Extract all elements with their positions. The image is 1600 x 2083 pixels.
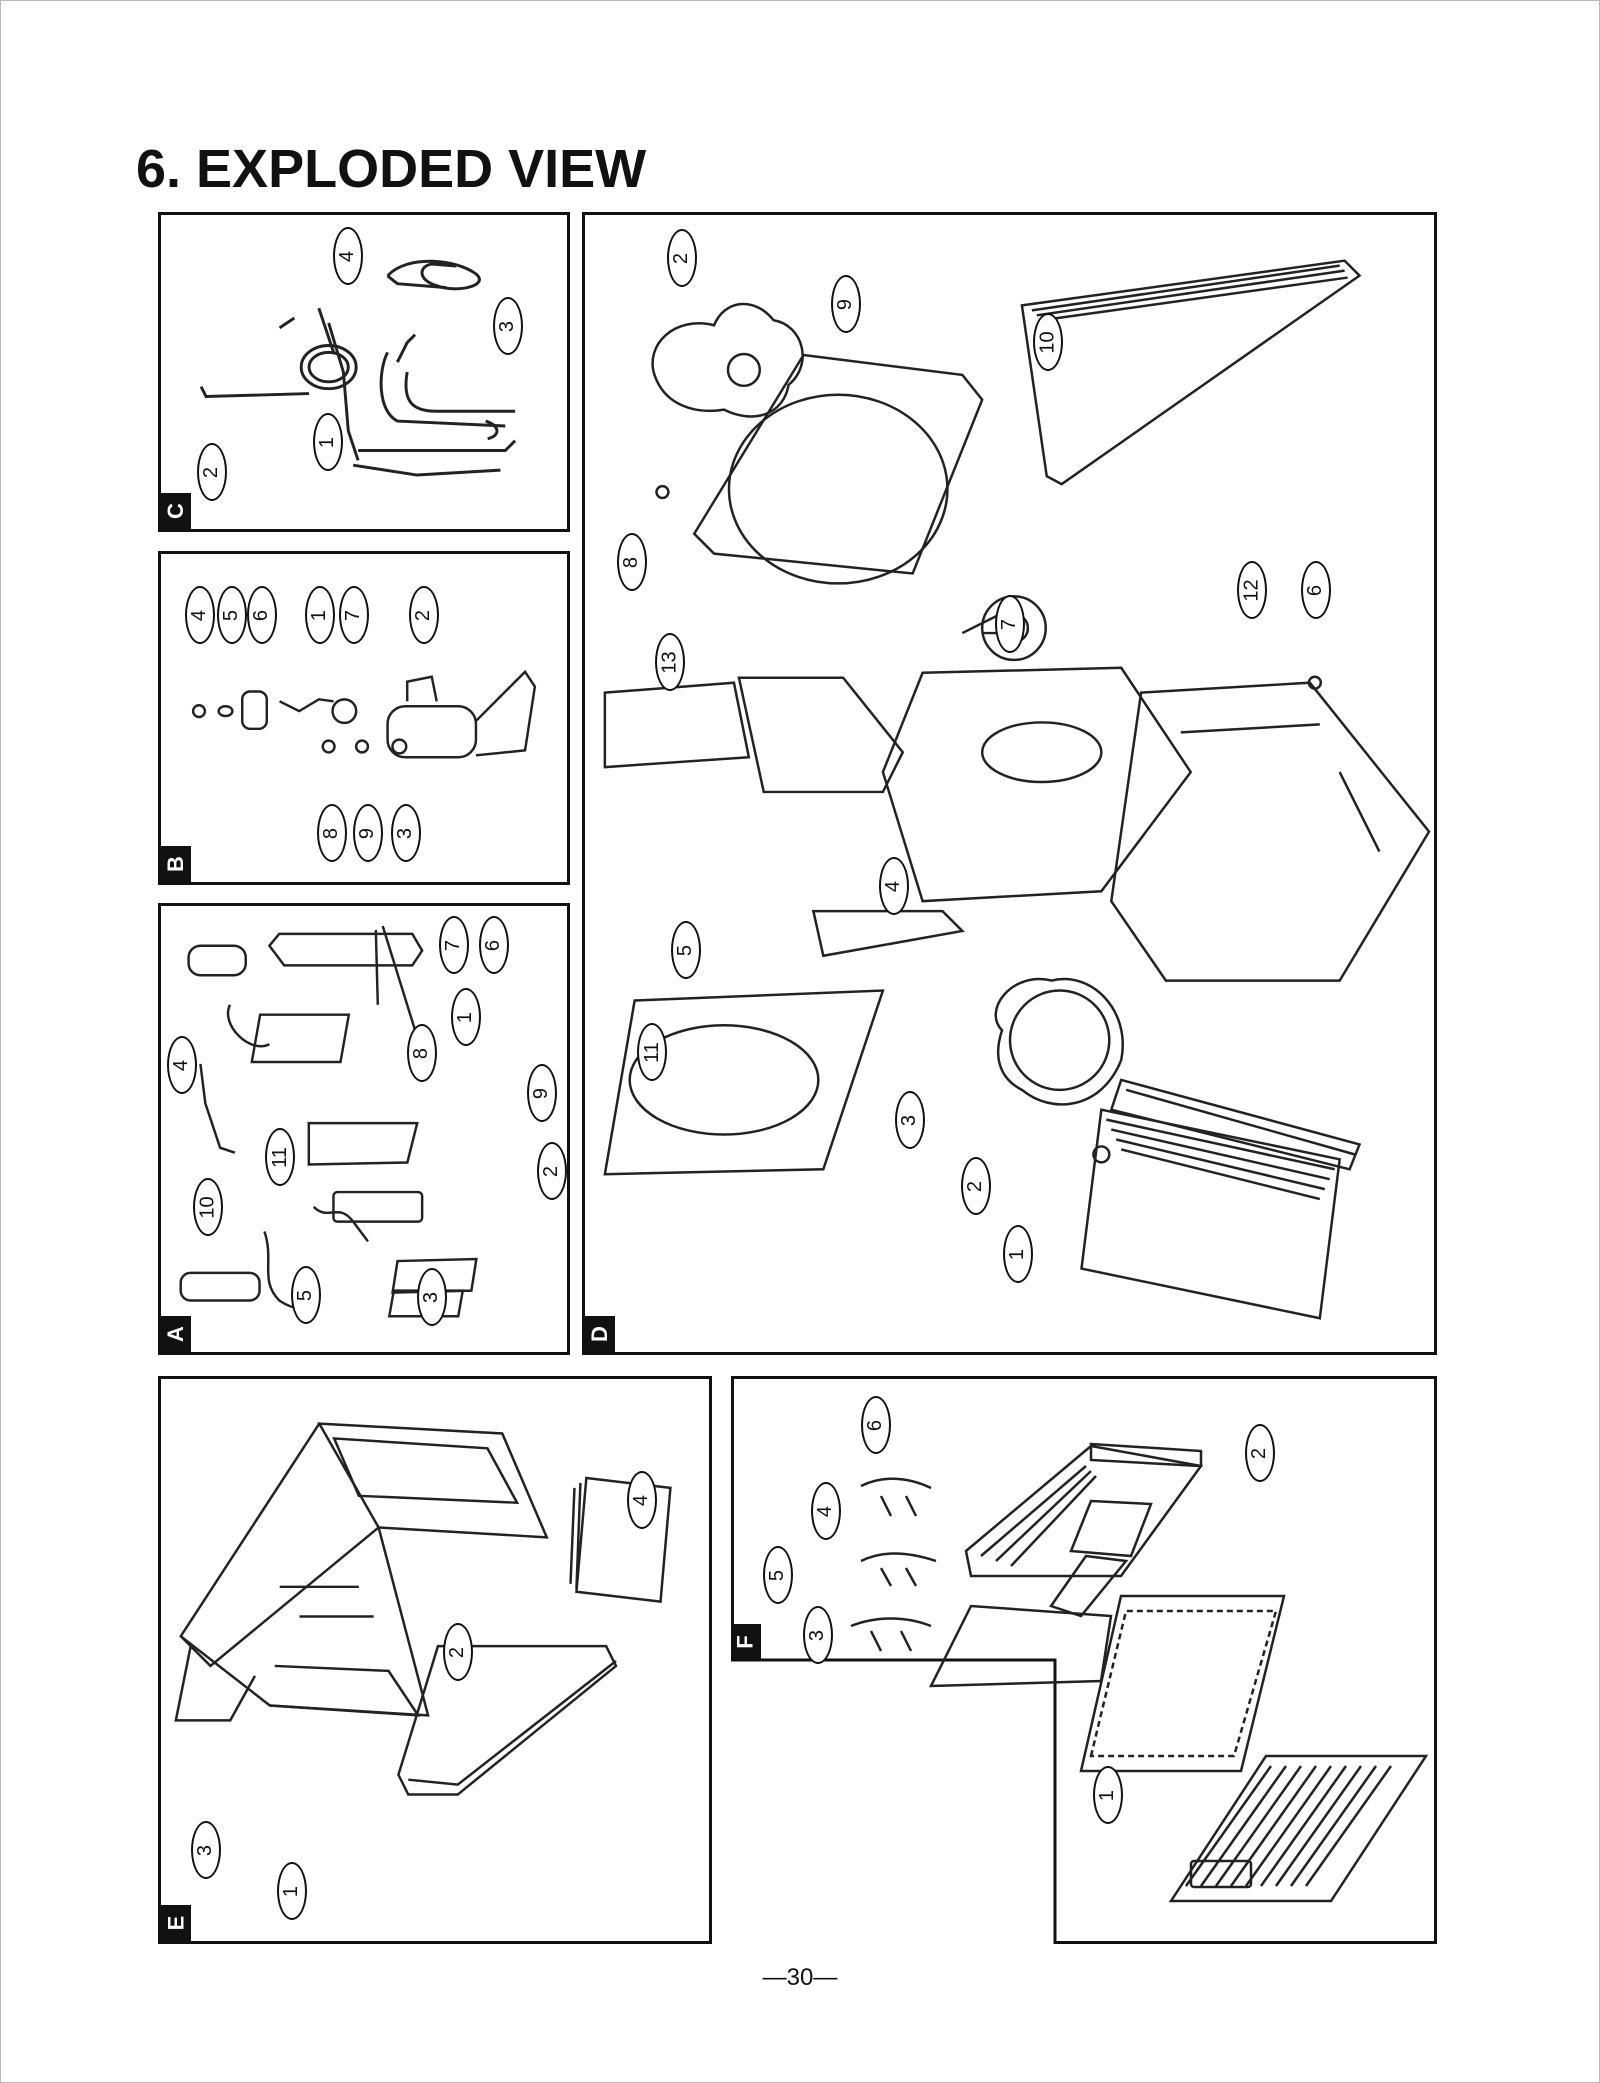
panel-d-letter: D bbox=[585, 1316, 615, 1352]
callout-d-5: 5 bbox=[671, 921, 701, 979]
panel-e: 4 2 3 1 E bbox=[158, 1376, 712, 1944]
panel-f: 6 2 4 5 3 1 F bbox=[731, 1376, 1437, 1944]
callout-b-9: 9 bbox=[353, 804, 383, 862]
callout-d-1: 1 bbox=[1003, 1225, 1033, 1283]
callout-a-11: 11 bbox=[265, 1128, 295, 1186]
panel-e-cabinet-drawing bbox=[174, 1422, 672, 1796]
callout-d-13: 13 bbox=[655, 633, 685, 691]
page-number: —30— bbox=[762, 1964, 838, 1991]
callout-a-2: 2 bbox=[537, 1142, 567, 1200]
panel-c: 4 3 1 2 C bbox=[158, 212, 570, 532]
callout-f-6: 6 bbox=[861, 1396, 891, 1454]
callout-a-1: 1 bbox=[451, 988, 481, 1046]
panel-c-letter: C bbox=[161, 493, 191, 529]
callout-d-11: 11 bbox=[637, 1023, 667, 1081]
callout-c-2: 2 bbox=[197, 443, 227, 501]
callout-a-5: 5 bbox=[291, 1266, 321, 1324]
callout-b-2: 2 bbox=[409, 586, 439, 644]
callout-f-3: 3 bbox=[803, 1606, 833, 1664]
callout-d-4: 4 bbox=[879, 857, 909, 915]
callout-a-10: 10 bbox=[193, 1178, 223, 1236]
callout-f-4: 4 bbox=[811, 1482, 841, 1540]
callout-a-3: 3 bbox=[417, 1268, 447, 1326]
panel-b-compressor-drawing bbox=[191, 669, 537, 759]
panel-d-chassis-drawing bbox=[603, 259, 1431, 1320]
panel-a-electrical-parts-drawing bbox=[179, 925, 478, 1318]
callout-a-8: 8 bbox=[407, 1024, 437, 1082]
callout-c-4: 4 bbox=[333, 227, 363, 285]
callout-b-1: 1 bbox=[305, 586, 335, 644]
panel-b-letter: B bbox=[161, 846, 191, 882]
callout-a-9: 9 bbox=[527, 1064, 557, 1122]
callout-d-2-top: 2 bbox=[667, 229, 697, 287]
panel-f-letter: F bbox=[731, 1624, 761, 1660]
callout-c-1: 1 bbox=[313, 413, 343, 471]
callout-a-4: 4 bbox=[167, 1036, 197, 1094]
panel-f-front-grille-drawing bbox=[731, 1376, 1437, 1944]
callout-b-4: 4 bbox=[185, 586, 215, 644]
callout-a-7: 7 bbox=[439, 916, 469, 974]
callout-d-3: 3 bbox=[895, 1091, 925, 1149]
panel-a: 7 6 4 8 1 9 11 10 2 5 3 A bbox=[158, 903, 570, 1355]
callout-f-2: 2 bbox=[1245, 1424, 1275, 1482]
callout-f-5: 5 bbox=[763, 1546, 793, 1604]
callout-d-12: 12 bbox=[1237, 561, 1267, 619]
callout-d-7: 7 bbox=[995, 595, 1025, 653]
callout-b-7: 7 bbox=[339, 586, 369, 644]
callout-b-5: 5 bbox=[217, 586, 247, 644]
callout-e-1: 1 bbox=[277, 1862, 307, 1920]
callout-d-8: 8 bbox=[617, 533, 647, 591]
callout-e-2: 2 bbox=[443, 1623, 473, 1681]
callout-c-3: 3 bbox=[493, 297, 523, 355]
callout-b-3: 3 bbox=[391, 804, 421, 862]
callout-d-6: 6 bbox=[1301, 561, 1331, 619]
callout-b-8: 8 bbox=[317, 804, 347, 862]
page-title: 6. EXPLODED VIEW bbox=[136, 139, 647, 199]
callout-d-10: 10 bbox=[1033, 313, 1063, 371]
callout-e-3: 3 bbox=[191, 1821, 221, 1879]
callout-e-4: 4 bbox=[627, 1471, 657, 1529]
callout-f-1: 1 bbox=[1093, 1766, 1123, 1824]
panel-d: 2 9 10 8 12 6 7 13 4 5 11 3 2 1 D bbox=[582, 212, 1437, 1355]
panel-e-letter: E bbox=[161, 1905, 191, 1941]
panel-c-refrigerant-tubes-drawing bbox=[199, 259, 517, 477]
panel-b: 4 5 6 1 7 2 8 9 3 B bbox=[158, 551, 570, 885]
callout-d-9: 9 bbox=[831, 275, 861, 333]
callout-b-6: 6 bbox=[247, 586, 277, 644]
panel-a-letter: A bbox=[161, 1316, 191, 1352]
callout-a-6: 6 bbox=[479, 916, 509, 974]
callout-d-2-bottom: 2 bbox=[961, 1157, 991, 1215]
